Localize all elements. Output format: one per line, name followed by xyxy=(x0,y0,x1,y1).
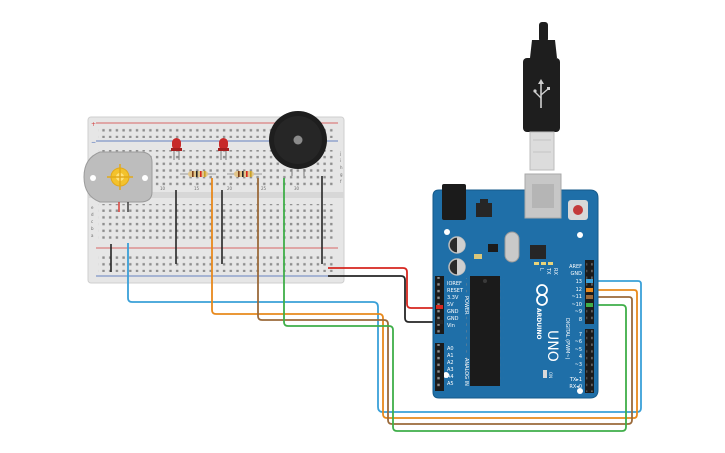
row-letter: c xyxy=(91,219,93,224)
pin-label-9: ~9 xyxy=(575,309,582,315)
pin-label-7: 7 xyxy=(579,332,582,338)
usb-cable[interactable] xyxy=(523,22,560,171)
pin-label-4: 4 xyxy=(579,354,582,360)
wire-brown-led2[interactable] xyxy=(257,178,633,425)
row-letter: g xyxy=(340,172,343,177)
row-letters-bottom: e d c b a xyxy=(91,205,94,238)
column-number: 20 xyxy=(227,186,233,191)
rail-minus-label: − xyxy=(91,139,96,146)
pin-label-5: ~5 xyxy=(575,347,582,353)
wire-pin-ends xyxy=(436,279,593,324)
pin-label-reset: RESET xyxy=(447,288,464,294)
resistor-2[interactable] xyxy=(227,171,262,177)
pin-label-10: ~10 xyxy=(571,302,582,308)
led-1[interactable] xyxy=(171,138,182,160)
digital-header-bottom[interactable]: 7 ~6 ~5 4 ~3 2 TX▸1 RX◂0 xyxy=(569,329,594,393)
arduino-brand: ARDUINO xyxy=(535,308,542,339)
arduino-uno-board[interactable]: ARDUINO UNO ON L TX RX IOREF RESET 3.3V … xyxy=(432,173,599,399)
row-letter: j xyxy=(339,151,341,156)
analog-title: ANALOG IN xyxy=(463,358,469,386)
pin-label-11: ~11 xyxy=(571,294,582,300)
column-number: 15 xyxy=(194,186,200,191)
pin-label-ioref: IOREF xyxy=(447,281,462,287)
led-label-tx: TX xyxy=(545,267,551,275)
pin-label-a3: A3 xyxy=(447,367,454,373)
microcontroller-chip xyxy=(470,276,500,386)
wire-red-5v[interactable] xyxy=(328,267,441,309)
resistor-1[interactable] xyxy=(180,171,216,177)
wire-orange-led1[interactable] xyxy=(211,178,638,419)
rail-plus-label: + xyxy=(91,121,96,128)
column-number: 10 xyxy=(160,186,166,191)
pin-label-gnd-1: GND xyxy=(447,309,459,315)
pin-label-vin: Vin xyxy=(447,323,455,329)
wire-black-gnd[interactable] xyxy=(328,275,441,323)
pin-label-gnd: GND xyxy=(571,271,583,277)
uno-model-label: UNO xyxy=(544,330,560,362)
power-title: POWER xyxy=(463,296,469,315)
pin-label-a1: A1 xyxy=(447,353,454,359)
pin-label-12: 12 xyxy=(576,287,582,293)
pin-label-2: 2 xyxy=(579,369,582,375)
led-label-l: L xyxy=(538,268,544,271)
pin-label-a0: A0 xyxy=(447,346,454,352)
pin-label-3: ~3 xyxy=(575,362,582,368)
row-letter: f xyxy=(340,179,342,184)
pin-label-6: ~6 xyxy=(575,339,582,345)
power-jack[interactable] xyxy=(442,184,466,220)
pin-label-a5: A5 xyxy=(447,381,454,387)
wire-green-buzzer[interactable] xyxy=(283,178,627,432)
pin-label-tx1: TX▸1 xyxy=(569,377,582,383)
piezo-buzzer[interactable] xyxy=(269,111,327,176)
led-2[interactable] xyxy=(218,138,229,160)
pin-label-8: 8 xyxy=(579,317,582,323)
on-led-label: ON xyxy=(548,372,553,378)
pin-label-3v3: 3.3V xyxy=(447,295,459,301)
breadboard-jumpers[interactable] xyxy=(110,176,323,272)
dc-motor[interactable] xyxy=(83,151,153,212)
row-letter: a xyxy=(91,233,94,238)
row-letter: i xyxy=(340,158,341,163)
pin-label-aref: AREF xyxy=(569,264,582,270)
analog-header[interactable]: A0 A1 A2 A3 A4 A5 ANALOG IN xyxy=(435,343,469,391)
digital-title: DIGITAL (PWM~) xyxy=(564,318,570,360)
led-label-rx: RX xyxy=(552,268,558,275)
column-number: 30 xyxy=(294,186,300,191)
pin-label-gnd-2: GND xyxy=(447,316,459,322)
row-letter: h xyxy=(340,165,343,170)
row-letter: d xyxy=(91,212,94,217)
pin-label-a2: A2 xyxy=(447,360,454,366)
column-number: 25 xyxy=(261,186,267,191)
row-letter: e xyxy=(91,205,94,210)
pin-label-rx0: RX◂0 xyxy=(569,384,582,390)
pin-label-a4: A4 xyxy=(447,374,454,380)
row-letter: b xyxy=(91,226,94,231)
pin-label-5v: 5V xyxy=(447,302,454,308)
usb-icon xyxy=(533,79,550,108)
row-letters-top: j i h g f xyxy=(339,151,343,184)
wire-blue-motor[interactable] xyxy=(127,243,642,413)
pin-label-13: 13 xyxy=(576,279,582,285)
arduino-logo-icon xyxy=(536,284,548,306)
motor-shaft-icon xyxy=(107,164,133,190)
